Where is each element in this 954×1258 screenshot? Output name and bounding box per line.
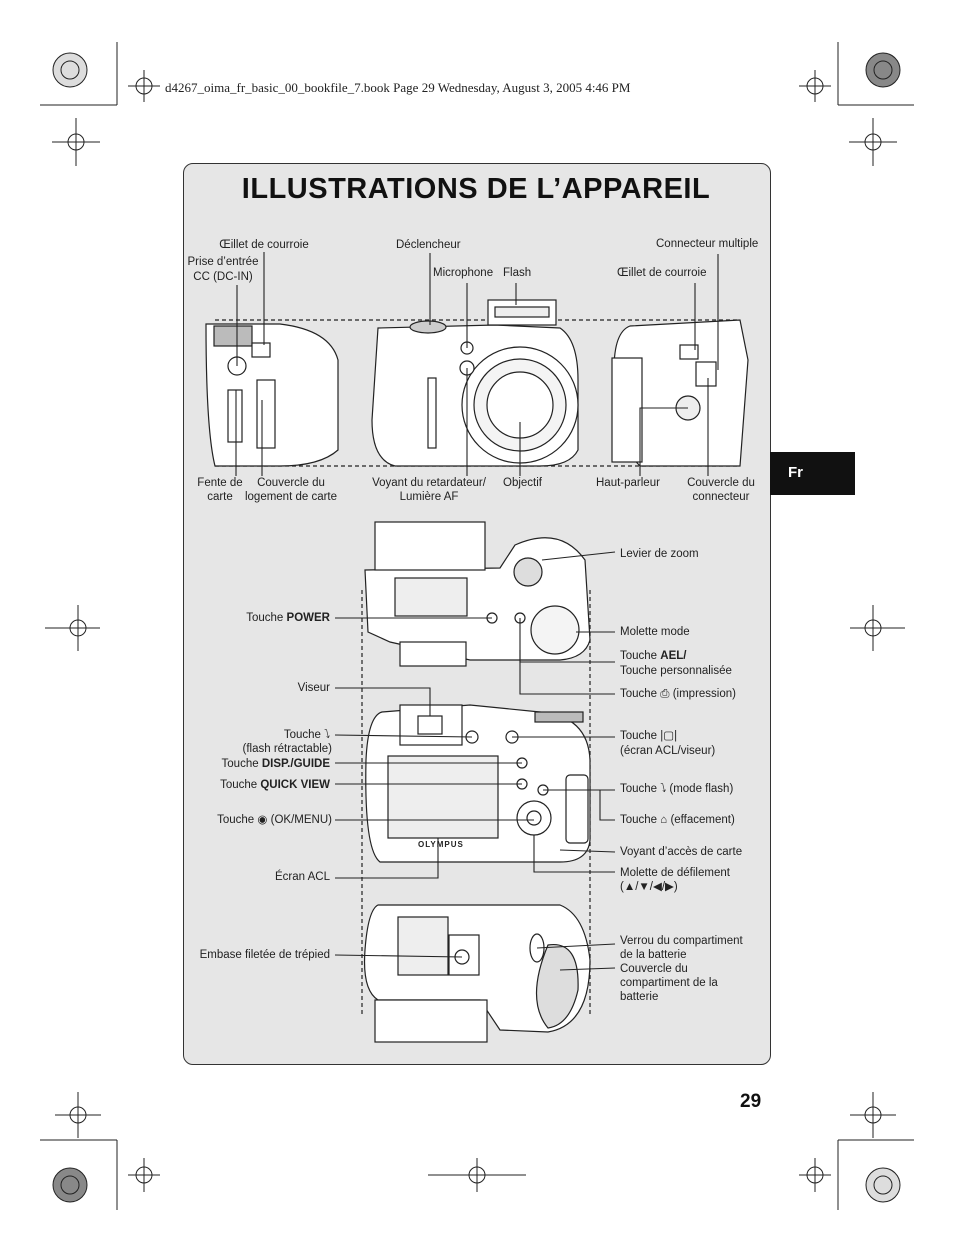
disp-guide-key-name: DISP./GUIDE [261, 758, 330, 770]
touche-prefix: Touche [221, 758, 259, 770]
ok-menu-text: (OK/MENU) [270, 814, 332, 826]
label-couvercle-batterie-1: Couvercle du [620, 963, 688, 975]
flash-icon: ⭝ [324, 729, 330, 741]
label-couvercle-logement-1: Couvercle du [257, 477, 325, 489]
print-icon: ⎙ [660, 688, 670, 700]
touche-prefix: Touche [283, 729, 321, 741]
language-tab-label: Fr [788, 464, 803, 481]
label-oeillet-courroie-right: Œillet de courroie [617, 267, 707, 279]
label-fente-carte-2: carte [207, 491, 233, 503]
ok-icon: ◉ [257, 814, 268, 826]
file-header: d4267_oima_fr_basic_00_bookfile_7.book P… [165, 80, 631, 95]
flash-icon: ⭝ [660, 783, 667, 795]
label-haut-parleur: Haut-parleur [596, 477, 660, 489]
label-touche-effacement: Touche ⌂ (effacement) [620, 813, 735, 827]
label-declencheur: Déclencheur [396, 239, 461, 251]
label-couvercle-connecteur-1: Couvercle du [687, 477, 755, 489]
label-touche-flash-retract: Touche ⭝ [200, 728, 330, 742]
label-microphone: Microphone [433, 267, 494, 279]
ael-key-name: AEL/ [660, 650, 687, 662]
mode-flash-text: (mode flash) [669, 783, 734, 795]
label-ecran-acl-viseur: (écran ACL/viseur) [620, 745, 716, 757]
trash-icon: ⌂ [660, 814, 668, 826]
label-molette-defilement-1: Molette de défilement [620, 867, 730, 879]
page-number: 29 [740, 1091, 762, 1112]
label-objectif: Objectif [503, 477, 542, 489]
touche-prefix: Touche [620, 730, 658, 742]
label-couvercle-connecteur-2: connecteur [692, 491, 750, 503]
label-verrou-batterie-2: de la batterie [620, 949, 687, 961]
label-couvercle-batterie-3: batterie [620, 991, 659, 1003]
label-levier-zoom: Levier de zoom [620, 548, 699, 560]
label-touche-disp-guide: Touche DISP./GUIDE [190, 757, 330, 771]
impression-text: (impression) [672, 688, 736, 700]
label-couvercle-logement-2: logement de carte [244, 491, 338, 503]
touche-prefix: Touche [620, 814, 658, 826]
label-oeillet-courroie-left: Œillet de courroie [219, 239, 309, 251]
label-connecteur-multiple: Connecteur multiple [656, 238, 759, 250]
label-voyant-retardateur-1: Voyant du retardateur/ [372, 477, 486, 489]
power-key-name: POWER [286, 612, 330, 624]
quick-view-key-name: QUICK VIEW [260, 779, 330, 791]
label-molette-mode: Molette mode [620, 626, 690, 638]
label-prise-entree-1: Prise d’entrée [187, 256, 259, 268]
brand-logo: OLYMPUS [418, 840, 464, 849]
touche-prefix: Touche [620, 688, 658, 700]
label-verrou-batterie-1: Verrou du compartiment [620, 935, 743, 947]
label-viseur: Viseur [297, 682, 330, 694]
label-touche-power: Touche POWER [200, 611, 330, 625]
label-ecran-acl: Écran ACL [275, 871, 330, 883]
label-touche-ael: Touche AEL/ [620, 649, 687, 663]
label-touche-personnalisee: Touche personnalisée [620, 665, 732, 677]
label-prise-entree-2: CC (DC-IN) [193, 271, 253, 283]
monitor-icon: |▢| [660, 730, 678, 742]
touche-prefix: Touche [217, 814, 255, 826]
label-touche-impression: Touche ⎙ (impression) [620, 687, 736, 701]
label-molette-defilement-2: (▲/▼/◀/▶) [620, 881, 678, 893]
effacement-text: (effacement) [670, 814, 735, 826]
touche-prefix: Touche [620, 783, 658, 795]
touche-prefix: Touche [246, 612, 284, 624]
touche-prefix: Touche [220, 779, 258, 791]
touche-prefix: Touche [620, 650, 658, 662]
label-touche-ecran-viseur: Touche |▢| [620, 729, 677, 743]
label-touche-quick-view: Touche QUICK VIEW [190, 778, 330, 792]
label-touche-ok-menu: Touche ◉ (OK/MENU) [190, 813, 332, 827]
label-fente-carte-1: Fente de [197, 477, 243, 489]
label-flash: Flash [503, 267, 532, 279]
page-title: ILLUSTRATIONS DE L’APPAREIL [241, 173, 711, 205]
label-touche-mode-flash: Touche ⭝ (mode flash) [620, 782, 733, 796]
label-voyant-acces-carte: Voyant d’accès de carte [620, 846, 743, 858]
language-tab: Fr [770, 452, 855, 495]
label-flash-retractable: (flash rétractable) [242, 743, 332, 755]
label-voyant-retardateur-2: Lumière AF [399, 491, 459, 503]
label-couvercle-batterie-2: compartiment de la [620, 977, 718, 989]
label-embase-trepied: Embase filetée de trépied [199, 949, 330, 961]
